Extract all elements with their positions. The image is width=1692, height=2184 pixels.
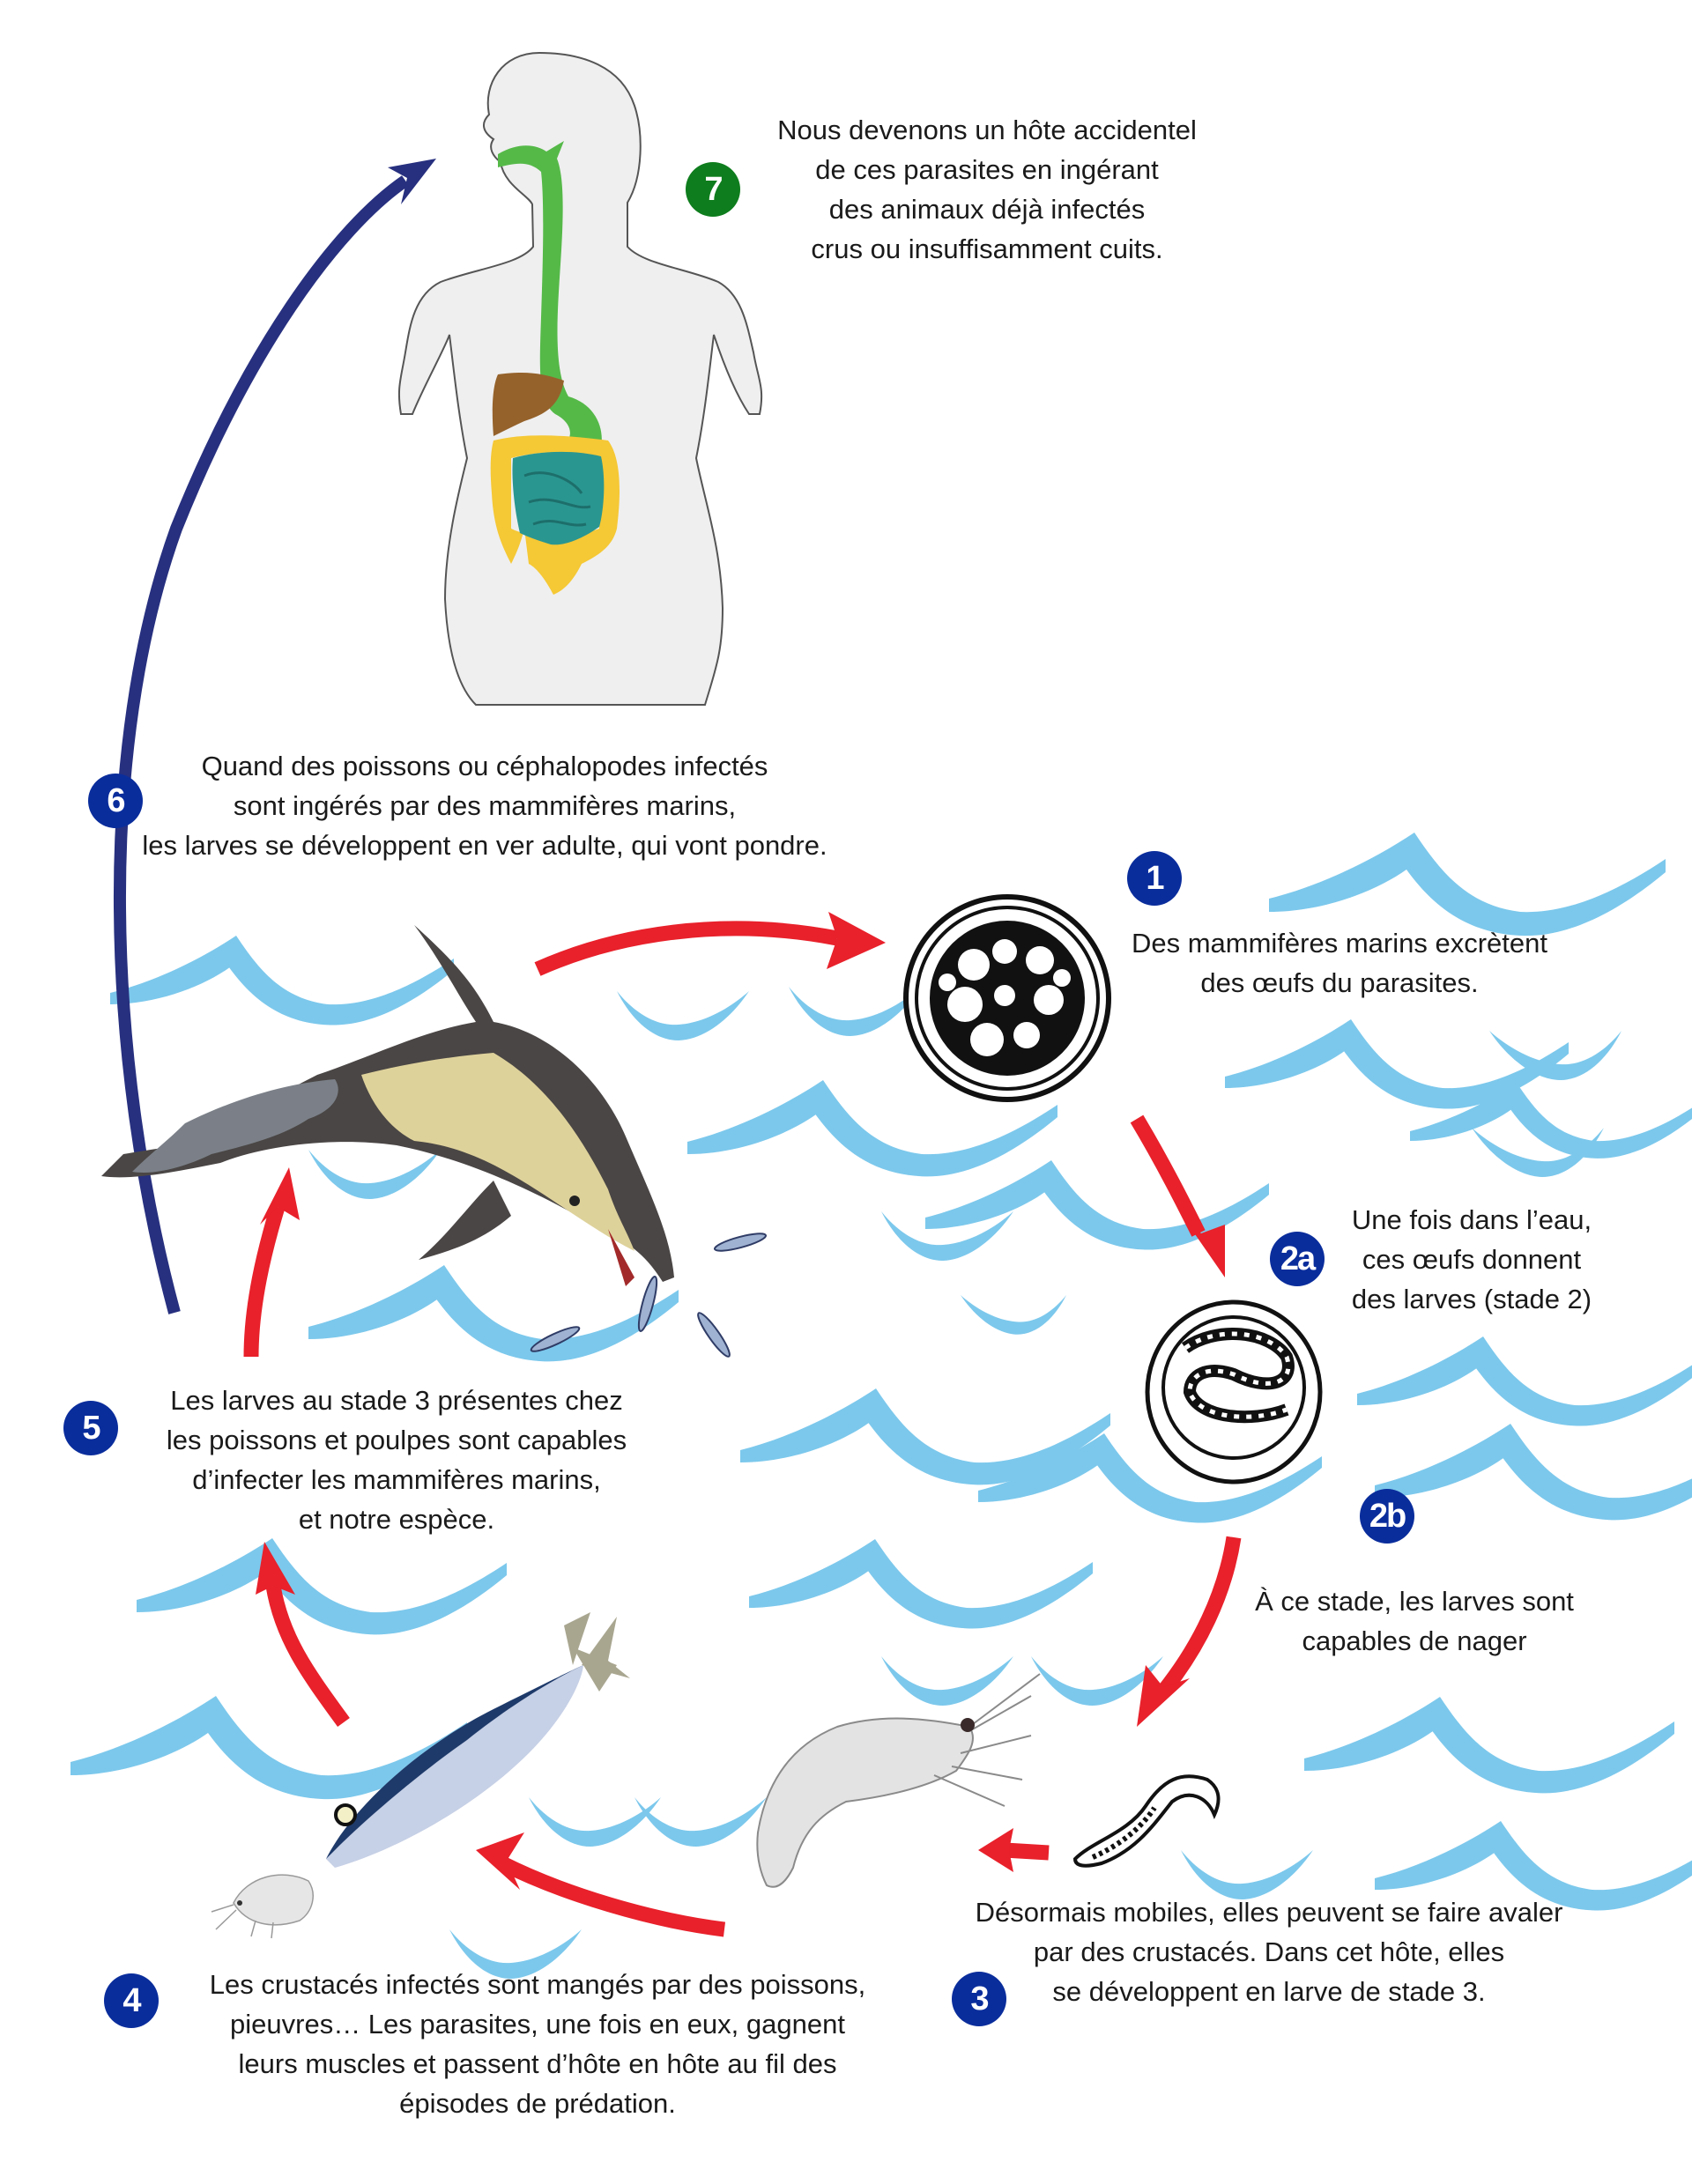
step-7-text: Nous devenons un hôte accidentel de ces … [723, 110, 1251, 269]
step-6-line-2: sont ingérés par des mammifères marins, [233, 790, 737, 821]
step-2a-badge: 2a [1270, 1232, 1325, 1286]
step-2a-line-2: ces œufs donnent [1362, 1244, 1582, 1275]
mackerel-fish [326, 1612, 630, 1868]
step-2b-badge: 2b [1360, 1489, 1414, 1544]
krill [211, 1874, 314, 1939]
step-5-text: Les larves au stade 3 présentes chez les… [132, 1381, 661, 1539]
arrow-to-human [113, 159, 436, 1314]
step-7-badge: 7 [686, 162, 740, 217]
step-5-line-4: et notre espèce. [298, 1504, 495, 1535]
dolphin [101, 925, 674, 1286]
step-7-line-1: Nous devenons un hôte accidentel [777, 115, 1197, 145]
step-5-badge: 5 [63, 1401, 118, 1455]
swimming-larva [1072, 1774, 1221, 1868]
step-5-line-3: d’infecter les mammifères marins, [192, 1464, 601, 1495]
step-2b-line-1: À ce stade, les larves sont [1255, 1586, 1574, 1617]
step-3-text: Désormais mobiles, elles peuvent se fair… [934, 1892, 1604, 2011]
step-4-line-3: leurs muscles et passent d’hôte en hôte … [238, 2048, 837, 2079]
step-4-text: Les crustacés infectés sont mangés par d… [167, 1965, 908, 2123]
step-6-line-1: Quand des poissons ou céphalopodes infec… [201, 751, 768, 781]
step-7-line-3: des animaux déjà infectés [828, 194, 1146, 225]
step-4-badge: 4 [104, 1973, 159, 2028]
human-figure [397, 51, 763, 706]
step-1-text: Des mammifères marins excrètent des œufs… [1102, 923, 1577, 1003]
step-5-line-2: les poissons et poulpes sont capables [166, 1425, 627, 1455]
step-2a-text: Une fois dans l’eau, ces œufs donnent de… [1322, 1200, 1622, 1319]
step-1-line-2: des œufs du parasites. [1200, 967, 1479, 998]
step-3-line-2: par des crustacés. Dans cet hôte, elles [1033, 1936, 1505, 1967]
red-cycle-arrows [243, 921, 1242, 1937]
step-2b-line-2: capables de nager [1302, 1625, 1527, 1656]
step-6-line-3: les larves se développent en ver adulte,… [142, 830, 827, 861]
step-1-line-1: Des mammifères marins excrètent [1131, 928, 1547, 959]
step-4-line-4: épisodes de prédation. [399, 2088, 676, 2119]
step-2b-text: À ce stade, les larves sont capables de … [1225, 1581, 1604, 1661]
step-4-line-1: Les crustacés infectés sont mangés par d… [209, 1969, 866, 2000]
red-arrowheads [256, 912, 1225, 1890]
step-2a-line-1: Une fois dans l’eau, [1351, 1204, 1592, 1235]
step-3-line-1: Désormais mobiles, elles peuvent se fair… [975, 1897, 1563, 1928]
egg-with-larva [1145, 1299, 1323, 1484]
step-7-line-2: de ces parasites en ingérant [815, 154, 1159, 185]
step-2a-line-3: des larves (stade 2) [1351, 1284, 1592, 1314]
shrimp [756, 1673, 1041, 1888]
step-4-line-2: pieuvres… Les parasites, une fois en eux… [230, 2009, 845, 2040]
step-1-badge: 1 [1127, 851, 1182, 906]
small-fish-school [530, 1233, 768, 1358]
step-6-text: Quand des poissons ou céphalopodes infec… [106, 746, 864, 865]
step-3-line-3: se développent en larve de stade 3. [1052, 1976, 1486, 2007]
step-6-badge: 6 [88, 774, 143, 828]
step-5-line-1: Les larves au stade 3 présentes chez [170, 1385, 623, 1416]
parasite-egg [903, 894, 1111, 1102]
step-3-badge: 3 [952, 1972, 1006, 2026]
step-7-line-4: crus ou insuffisamment cuits. [811, 233, 1163, 264]
